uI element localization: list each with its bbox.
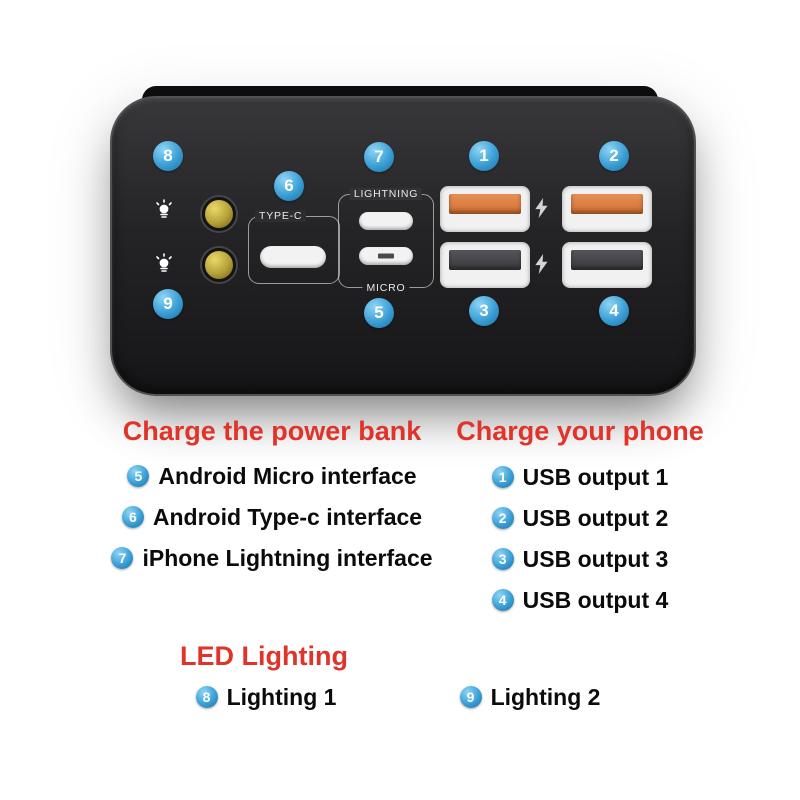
number-badge: 7 [111,547,134,569]
lightning-port [359,212,413,230]
list-item: 5 Android Micro interface [72,460,472,492]
charge-bank-list: 5 Android Micro interface 6 Android Type… [72,460,472,583]
section-title-led-lighting: LED Lighting [180,641,348,671]
power-bank-device: TYPE-C LIGHTNING MICRO [110,96,696,396]
number-badge: 5 [127,465,150,487]
number-badge: 6 [121,506,144,528]
badge-7: 7 [364,142,394,172]
item-label: Lighting 2 [490,683,601,710]
usb-tongue [571,250,643,270]
number-badge: 2 [491,507,514,529]
badge-2: 2 [599,141,629,171]
lightning-label: LIGHTNING [349,188,423,200]
item-label: USB output 4 [522,586,669,613]
number-badge: 3 [491,548,514,570]
badge-5: 5 [364,298,394,328]
list-item: 7 iPhone Lightning interface [72,542,472,574]
micro-usb-port [359,247,413,265]
list-item: 6 Android Type-c interface [72,501,472,533]
item-label: Android Micro interface [158,462,417,489]
lightning-bolt-icon [535,198,548,218]
number-badge: 4 [491,589,514,611]
item-label: USB output 1 [522,463,669,490]
list-item: 4 USB output 4 [430,584,730,616]
usb-port-4 [562,242,652,288]
item-label: USB output 3 [522,545,669,572]
number-badge: 8 [195,686,218,708]
micro-usb-pin [378,253,394,259]
section-title-charge-phone: Charge your phone [456,416,704,446]
led-light-1 [202,197,236,231]
lightning-bolt-icon [535,254,548,274]
item-label: iPhone Lightning interface [142,544,433,571]
usb-port-1 [440,186,530,232]
list-item: 9 Lighting 2 [380,681,680,713]
led-item-1: 8 Lighting 1 [116,681,416,722]
badge-8: 8 [153,141,183,171]
list-item: 2 USB output 2 [430,502,730,534]
usb-port-2 [562,186,652,232]
badge-3: 3 [469,296,499,326]
type-c-port [260,246,326,268]
charge-phone-list: 1 USB output 1 2 USB output 2 3 USB outp… [430,461,730,625]
badge-6: 6 [274,171,304,201]
badge-1: 1 [469,141,499,171]
usb-tongue [571,194,643,214]
usb-tongue [449,250,521,270]
badge-9: 9 [153,289,183,319]
type-c-port-group: TYPE-C [248,210,340,284]
number-badge: 9 [459,686,482,708]
led-item-2: 9 Lighting 2 [380,681,680,722]
item-label: USB output 2 [522,504,669,531]
lamp-icon [156,253,172,272]
item-label: Lighting 1 [226,683,337,710]
list-item: 3 USB output 3 [430,543,730,575]
badge-4: 4 [599,296,629,326]
list-item: 8 Lighting 1 [116,681,416,713]
lightning-micro-port-group: LIGHTNING MICRO [338,188,434,294]
item-label: Android Type-c interface [152,503,423,530]
usb-tongue [449,194,521,214]
type-c-label: TYPE-C [255,210,307,222]
number-badge: 1 [491,466,514,488]
usb-port-3 [440,242,530,288]
lamp-icon [156,199,172,218]
led-light-2 [202,248,236,282]
section-title-charge-bank: Charge the power bank [122,416,422,446]
micro-label: MICRO [362,282,410,294]
list-item: 1 USB output 1 [430,461,730,493]
